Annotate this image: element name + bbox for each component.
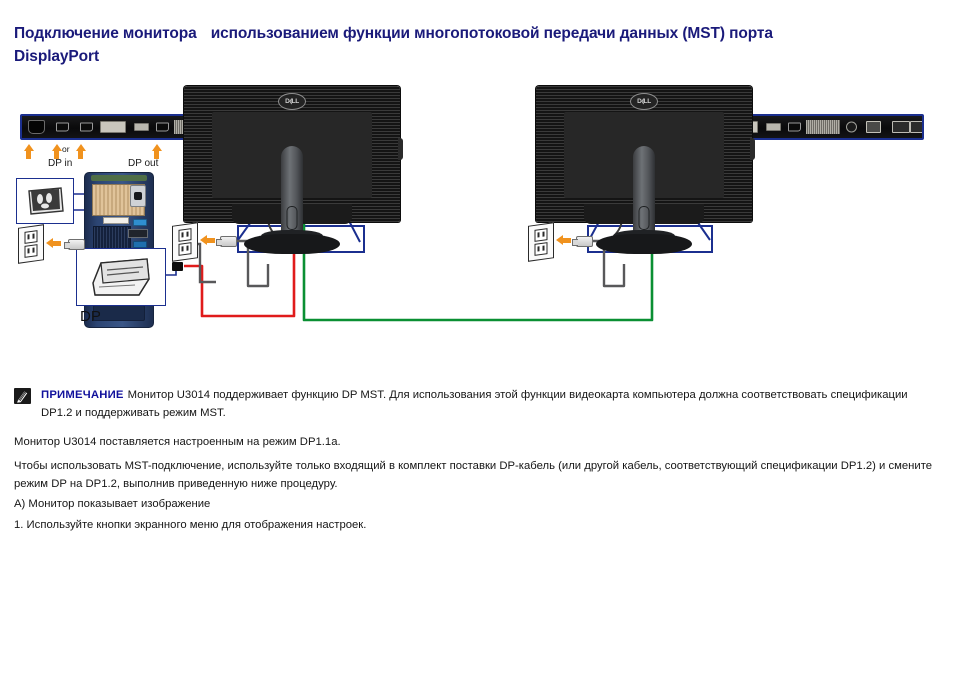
outlet-socket-bottom xyxy=(534,242,548,256)
left-port-dp-out-label: DP out xyxy=(128,158,159,169)
tower-power-supply xyxy=(130,185,146,207)
arrow-up-dp-in-b-left xyxy=(76,144,86,159)
paragraph-mst-instructions: Чтобы использовать MST-подключение, испо… xyxy=(14,460,933,490)
arrow-plug-in-computer xyxy=(46,238,62,248)
port-lan-right xyxy=(866,121,881,133)
outlet-socket-bottom xyxy=(24,244,38,258)
port-usb-single-right xyxy=(910,121,922,133)
port-ac-power xyxy=(28,120,45,134)
outlet-socket-top xyxy=(534,228,548,242)
left-monitor: D⦉LL xyxy=(184,86,403,262)
page-title-part-2: использованием функции многопотоковой пе… xyxy=(210,25,773,42)
arrow-plug-in-right-monitor xyxy=(556,235,572,245)
arrow-up-dp-out-left xyxy=(152,144,162,159)
left-port-or-label: or xyxy=(62,144,70,154)
paragraph-step-1: 1. Используйте кнопки экранного меню для… xyxy=(14,519,367,531)
arrow-plug-in-left-monitor xyxy=(200,235,216,245)
note-heading: ПРИМЕЧАНИЕ xyxy=(41,389,124,401)
port-dvi xyxy=(100,121,126,133)
wall-outlet-right-monitor xyxy=(528,222,554,262)
port-hdmi-right xyxy=(766,123,781,131)
port-dp-1 xyxy=(56,122,69,132)
arrow-up-ac-power-left xyxy=(24,144,34,159)
outlet-socket-top xyxy=(178,228,192,242)
tower-vga-jack xyxy=(133,219,147,226)
dell-logo-left: D⦉LL xyxy=(278,93,306,110)
tower-top-vent xyxy=(91,175,147,181)
right-monitor-base xyxy=(596,234,692,254)
note-body: Монитор U3014 поддерживает функцию DP MS… xyxy=(41,389,908,419)
arrow-up-dp-in-a-left xyxy=(52,144,62,159)
dp-connector-callout xyxy=(76,248,166,306)
wall-outlet-left-monitor xyxy=(172,222,198,262)
dell-logo-right: D⦉LL xyxy=(630,93,658,110)
dp-cable-connector xyxy=(172,262,183,271)
paragraph-default-mode: Монитор U3014 поставляется настроенным н… xyxy=(14,436,341,448)
right-monitor-cable-slot xyxy=(638,206,650,230)
power-plug-computer xyxy=(64,239,85,250)
outlet-socket-top xyxy=(24,230,38,244)
pencil-note-icon xyxy=(14,388,31,404)
ac-socket-callout xyxy=(16,178,74,224)
tower-service-label xyxy=(103,217,129,224)
right-monitor-side-bump xyxy=(750,138,755,160)
page-title: Подключение монитора использованием функц… xyxy=(14,22,944,68)
left-monitor-base xyxy=(244,234,340,254)
power-plug-right-monitor xyxy=(572,236,593,247)
power-plug-left-monitor xyxy=(216,236,237,247)
left-monitor-cable-slot xyxy=(286,206,298,230)
dp-callout-label: DP xyxy=(80,308,101,325)
page-title-part-1: Подключение монитора xyxy=(14,25,197,42)
port-dp-2 xyxy=(80,122,93,132)
tower-display-jack xyxy=(133,241,147,248)
wall-outlet-computer xyxy=(18,224,44,264)
dp-connector-icon xyxy=(92,258,150,296)
port-vent-grille-right xyxy=(806,120,840,134)
paragraph-section-a: A) Монитор показывает изображение xyxy=(14,498,211,510)
left-monitor-side-bump xyxy=(398,138,403,160)
tower-usb-ports xyxy=(128,229,148,238)
connection-diagram: or DP in DP out or DP in D⦉LL xyxy=(16,86,924,328)
port-hdmi xyxy=(134,123,149,131)
left-port-dp-in-label: DP in xyxy=(48,158,73,169)
port-usb-pair-right xyxy=(892,121,910,133)
right-monitor: D⦉LL xyxy=(536,86,755,262)
outlet-socket-bottom xyxy=(178,242,192,256)
page-title-part-3: DisplayPort xyxy=(14,48,100,65)
port-dp-out xyxy=(156,122,169,132)
ac-socket-icon xyxy=(28,187,64,215)
port-audio-jack-right xyxy=(846,121,857,133)
port-dp-out-right xyxy=(788,122,801,132)
